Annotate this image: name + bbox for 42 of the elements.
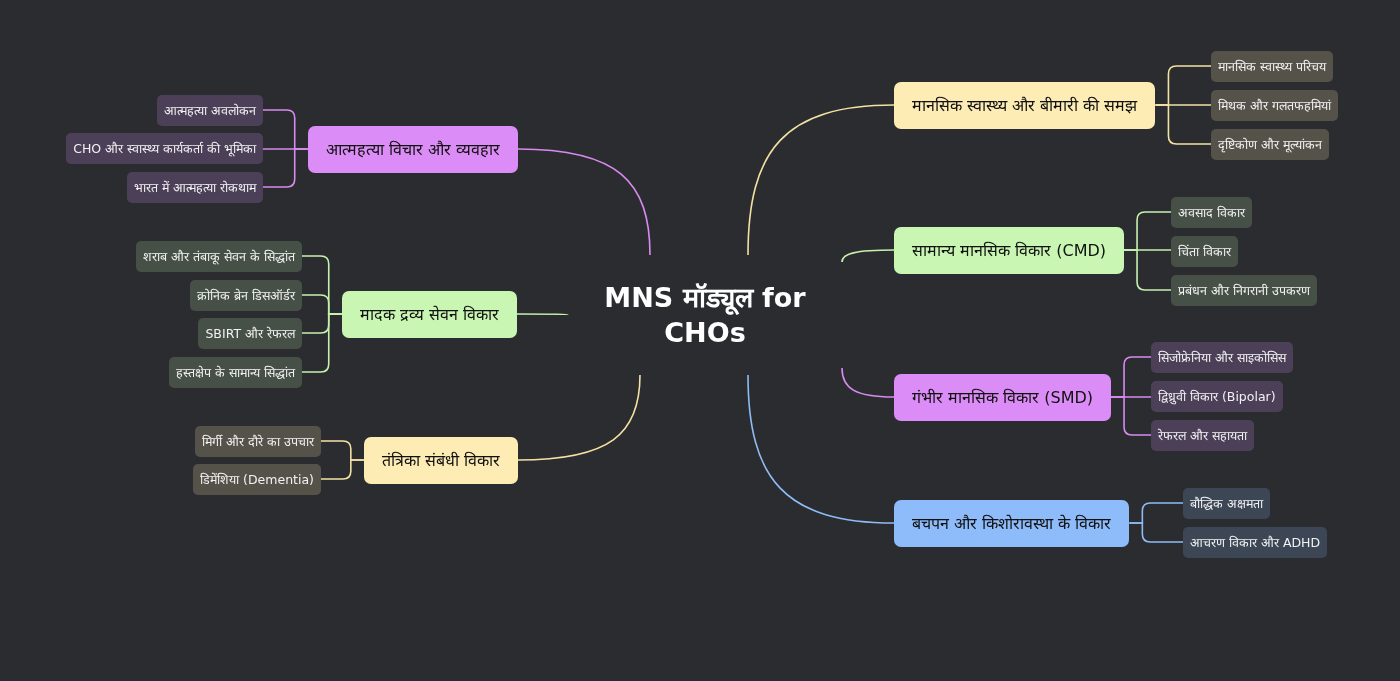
subtopic-box: डिमेंशिया (Dementia) — [193, 463, 321, 495]
connector-line — [1128, 522, 1184, 543]
central-topic: MNS मॉड्यूल for CHOs — [568, 255, 842, 375]
subtopic-box: शराब और तंबाकू सेवन के सिद्धांत — [136, 240, 302, 272]
connector-line — [262, 148, 309, 188]
connector-line — [301, 313, 343, 373]
subtopic-box: हस्तक्षेप के सामान्य सिद्धांत — [169, 356, 302, 388]
connector-line — [841, 367, 895, 398]
connector-line — [1110, 396, 1152, 436]
subtopic-box: अवसाद विकार — [1171, 196, 1252, 228]
main-topic-box: मादक द्रव्य सेवन विकार — [341, 290, 517, 338]
subtopic-box: आत्महत्या अवलोकन — [157, 94, 263, 126]
subtopic-box: SBIRT और रेफरल — [198, 317, 302, 349]
connector-line — [320, 459, 365, 480]
main-topic-box: गंभीर मानसिक विकार (SMD) — [894, 373, 1112, 421]
subtopic-box: क्रोनिक ब्रेन डिसऑर्डर — [190, 279, 302, 311]
connector-line — [841, 249, 895, 263]
subtopic-box: CHO और स्वास्थ्य कार्यकर्ता की भूमिका — [66, 132, 263, 164]
subtopic-box: भारत में आत्महत्या रोकथाम — [127, 171, 263, 203]
connector-line — [747, 374, 895, 524]
subtopic-box: आचरण विकार और ADHD — [1183, 526, 1328, 558]
main-topic-box: आत्महत्या विचार और व्यवहार — [307, 125, 518, 173]
connector-line — [517, 148, 651, 256]
connector-line — [517, 374, 641, 461]
main-topic-box: सामान्य मानसिक विकार (CMD) — [894, 226, 1125, 274]
subtopic-box: सिजोफ्रेनिया और साइकोसिस — [1151, 341, 1293, 373]
main-topic-box: मानसिक स्वास्थ्य और बीमारी की समझ — [894, 81, 1156, 129]
subtopic-box: मानसिक स्वास्थ्य परिचय — [1211, 50, 1333, 82]
connector-line — [516, 313, 569, 316]
subtopic-box: मिथक और गलतफहमियां — [1211, 89, 1338, 121]
main-topic-box: बचपन और किशोरावस्था के विकार — [894, 499, 1130, 547]
subtopic-box: दृष्टिकोण और मूल्यांकन — [1211, 128, 1329, 160]
subtopic-box: चिंता विकार — [1171, 235, 1238, 267]
subtopic-box: रेफरल और सहायता — [1151, 419, 1254, 451]
connector-line — [1154, 104, 1212, 145]
connector-line — [1123, 249, 1172, 291]
connector-line — [747, 104, 895, 256]
subtopic-box: बौद्धिक अक्षमता — [1183, 487, 1270, 519]
subtopic-box: द्विध्रुवी विकार (Bipolar) — [1151, 380, 1283, 412]
subtopic-box: प्रबंधन और निगरानी उपकरण — [1171, 274, 1317, 306]
main-topic-box: तंत्रिका संबंधी विकार — [363, 436, 518, 484]
subtopic-box: मिर्गी और दौरे का उपचार — [195, 425, 321, 457]
